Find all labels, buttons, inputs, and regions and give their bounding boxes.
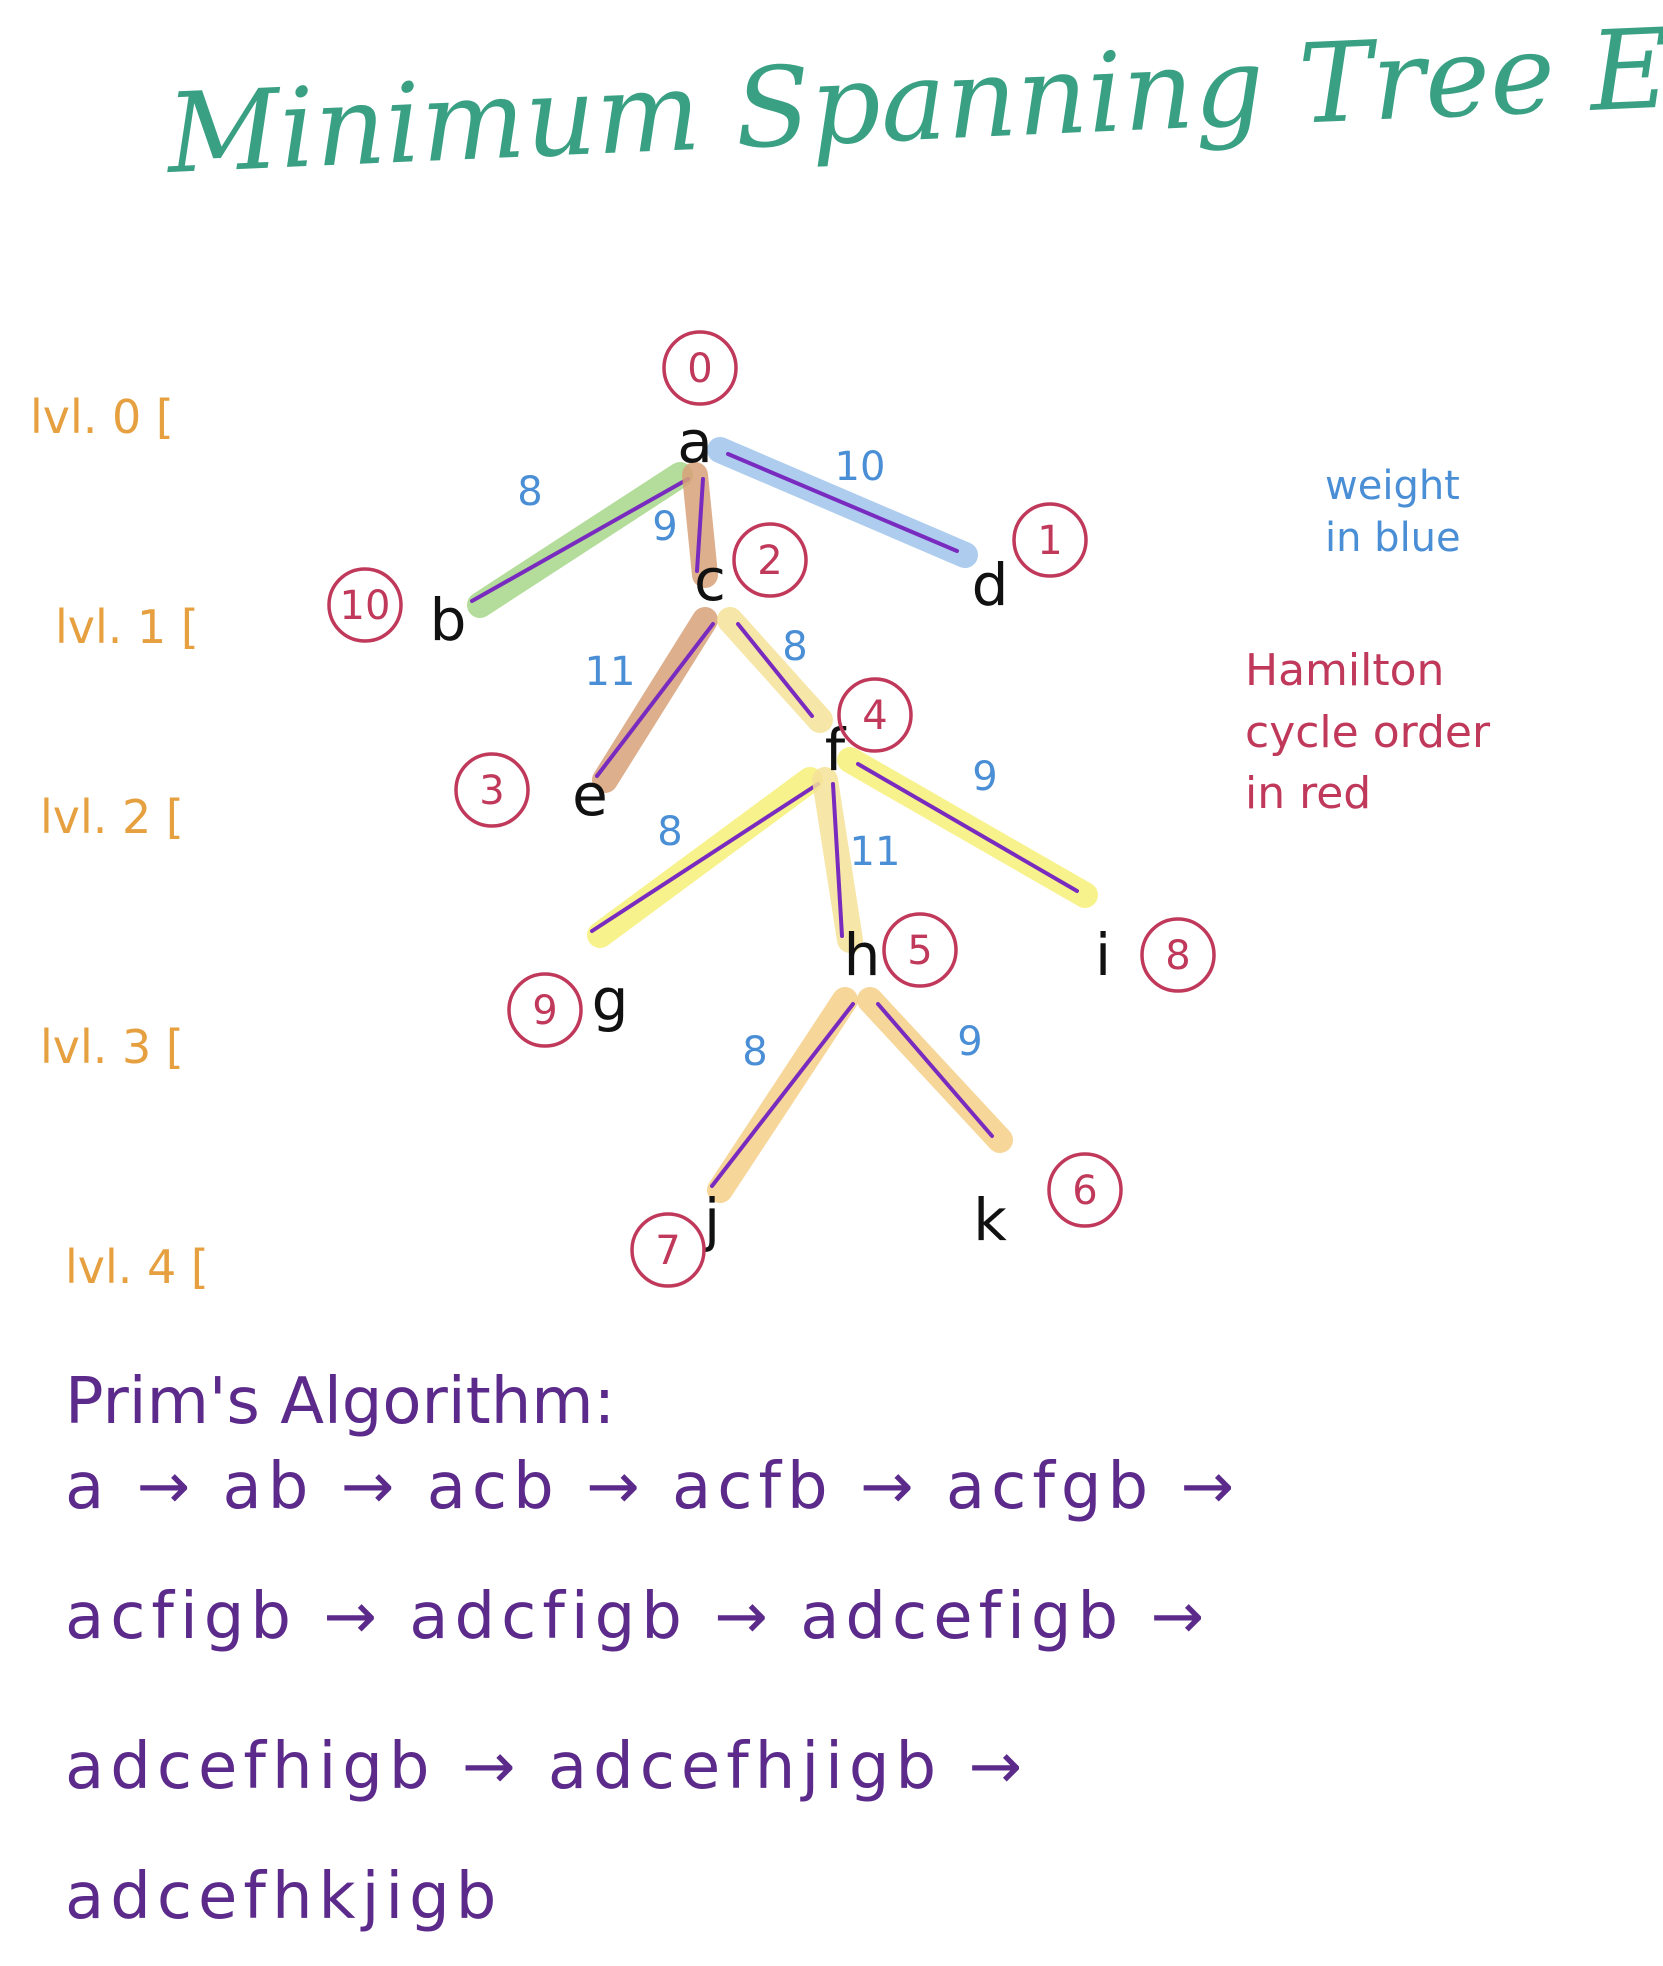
order-number-k: 6 (1072, 1168, 1097, 1214)
order-circle-i (1140, 917, 1216, 993)
order-circle-j (630, 1212, 706, 1288)
edge-weight-h-j: 8 (742, 1029, 767, 1075)
node-j: j (702, 1186, 720, 1254)
edge-weight-a-d: 10 (835, 444, 886, 490)
weight-legend: weight in blue (1325, 460, 1461, 564)
order-circle-d (1012, 502, 1088, 578)
prim-sequence-line-3: adcefhigb → adcefhjigb → (65, 1730, 1029, 1804)
edge-weight-c-f: 8 (782, 624, 807, 670)
order-number-f: 4 (862, 693, 887, 739)
hamilton-legend-line1: Hamilton (1245, 645, 1445, 696)
order-circle-g (507, 972, 583, 1048)
node-d: d (972, 551, 1009, 619)
prim-sequence-line-1: a → ab → acb → acfb → acfgb → (65, 1450, 1241, 1524)
order-number-b: 10 (340, 583, 391, 629)
order-number-a: 0 (687, 346, 712, 392)
hamilton-legend-line3: in red (1245, 768, 1372, 820)
edge-weight-a-b: 8 (517, 469, 542, 515)
edge-weight-f-g: 8 (657, 809, 682, 855)
level-label-3: lvl. 3 [ (40, 1020, 184, 1074)
edge-line-f-i (856, 762, 1079, 893)
edge-line-f-h (831, 782, 844, 938)
weight-legend-line1: weight (1325, 463, 1460, 509)
hamilton-legend: Hamilton cycle order in red (1245, 640, 1490, 825)
edge-line-c-e (595, 622, 715, 778)
order-number-c: 2 (757, 538, 782, 584)
order-number-g: 9 (532, 988, 557, 1034)
node-a: a (677, 408, 713, 476)
level-label-1: lvl. 1 [ (55, 600, 199, 654)
edge-weight-f-i: 9 (972, 754, 997, 800)
order-circle-k (1047, 1152, 1123, 1228)
edge-line-f-g (590, 782, 820, 933)
edge-weight-h-k: 9 (957, 1019, 982, 1065)
edge-line-a-c (695, 477, 705, 573)
node-k: k (973, 1186, 1007, 1254)
edge-line-h-k (876, 1002, 994, 1138)
order-number-h: 5 (907, 928, 932, 974)
order-number-e: 3 (479, 768, 504, 814)
order-circle-f (837, 677, 913, 753)
order-number-i: 8 (1165, 933, 1190, 979)
prim-sequence-line-2: acfigb → adcfigb → adcefigb → (65, 1580, 1211, 1654)
edge-line-c-f (736, 622, 814, 718)
order-circle-e (454, 752, 530, 828)
node-e: e (572, 761, 608, 829)
node-f: f (825, 716, 847, 784)
level-label-4: lvl. 4 [ (65, 1240, 209, 1294)
edge-line-a-b (470, 477, 690, 603)
order-circle-h (882, 912, 958, 988)
order-circle-b (327, 567, 403, 643)
level-label-0: lvl. 0 [ (30, 390, 174, 444)
order-circle-c (732, 522, 808, 598)
order-circle-a (662, 330, 738, 406)
edge-weight-f-h: 11 (850, 829, 901, 875)
node-b: b (430, 586, 467, 654)
node-h: h (844, 921, 881, 989)
edge-line-a-d (726, 452, 959, 553)
node-g: g (592, 966, 629, 1034)
prim-title: Prim's Algorithm: (65, 1365, 616, 1439)
edge-line-h-j (710, 1002, 855, 1188)
level-label-2: lvl. 2 [ (40, 790, 184, 844)
order-number-d: 1 (1037, 518, 1062, 564)
weight-legend-line2: in blue (1325, 515, 1461, 561)
node-c: c (694, 546, 726, 614)
edge-weight-a-c: 9 (652, 504, 677, 550)
node-i: i (1095, 921, 1111, 989)
hamilton-legend-line2: cycle order (1245, 706, 1491, 758)
prim-sequence-line-4: adcefhkjigb (65, 1860, 503, 1934)
edge-weight-c-e: 11 (585, 649, 636, 695)
order-number-j: 7 (655, 1228, 680, 1274)
